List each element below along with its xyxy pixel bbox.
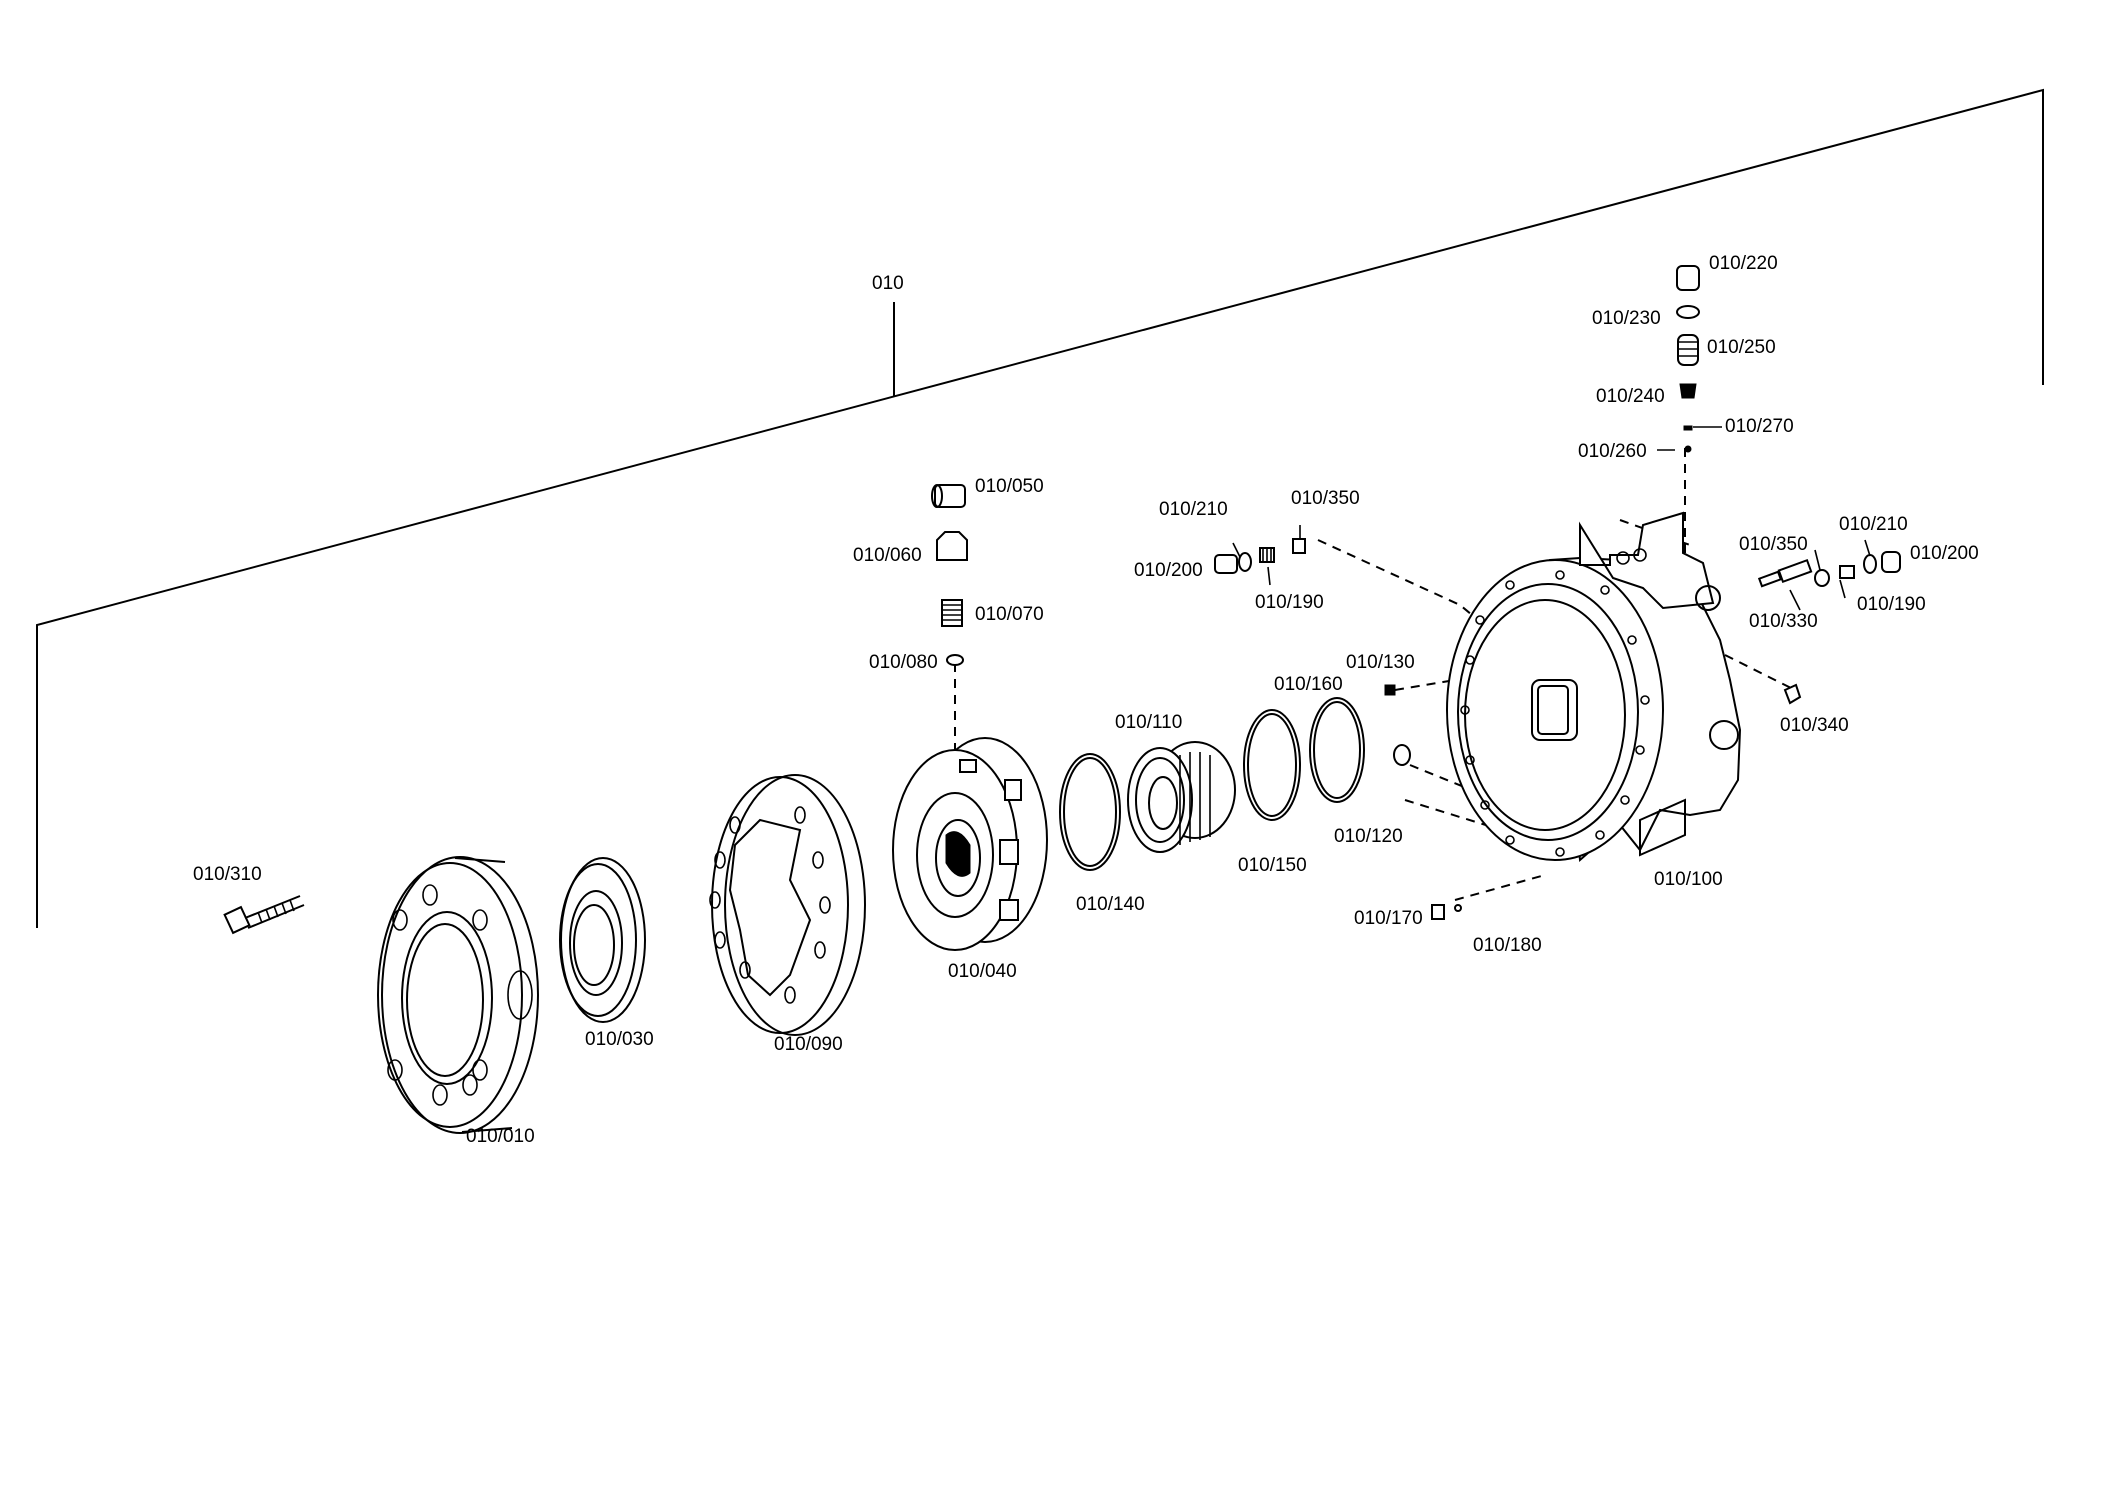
bearing-010-030: [559, 857, 646, 1023]
label-010-240: 010/240: [1596, 386, 1665, 407]
label-010-350-right: 010/350: [1739, 534, 1808, 555]
label-010-040: 010/040: [948, 961, 1017, 982]
part-labels: 010 010/310 010/010 010/030 010/090 010/…: [193, 253, 1979, 1147]
label-010-210-right: 010/210: [1839, 514, 1908, 535]
label-010-120: 010/120: [1334, 826, 1403, 847]
valve-parts-left: [1214, 538, 1306, 574]
housing-010-100: [1446, 511, 1742, 863]
label-010-160: 010/160: [1274, 674, 1343, 695]
label-010-210-left: 010/210: [1159, 499, 1228, 520]
label-010-310: 010/310: [193, 864, 262, 885]
o-ring-010-150: [1243, 709, 1301, 821]
label-010-270: 010/270: [1725, 416, 1794, 437]
label-010-330: 010/330: [1749, 611, 1818, 632]
label-010-200-right: 010/200: [1910, 543, 1979, 564]
label-010-080: 010/080: [869, 652, 938, 673]
bolt-010-310: [223, 895, 305, 935]
label-010-090: 010/090: [774, 1034, 843, 1055]
label-010-200-left: 010/200: [1134, 560, 1203, 581]
label-010-350-left: 010/350: [1291, 488, 1360, 509]
cylinder-block-010-040: [892, 737, 1048, 951]
small-parts-120-130-170-180: [1384, 684, 1462, 920]
leader-lines: [1232, 426, 1871, 611]
label-010-060: 010/060: [853, 545, 922, 566]
label-010-030: 010/030: [585, 1029, 654, 1050]
o-ring-010-140: [1059, 753, 1121, 871]
label-010-190-right: 010/190: [1857, 594, 1926, 615]
piston-stack-050-080: [931, 484, 968, 666]
label-010-170: 010/170: [1354, 908, 1423, 929]
label-010-050: 010/050: [975, 476, 1044, 497]
label-010-070: 010/070: [975, 604, 1044, 625]
label-010-150: 010/150: [1238, 855, 1307, 876]
label-010-010: 010/010: [466, 1126, 535, 1147]
label-010-250: 010/250: [1707, 337, 1776, 358]
label-010-180: 010/180: [1473, 935, 1542, 956]
valve-stack-top: [1676, 265, 1700, 453]
label-010-140: 010/140: [1076, 894, 1145, 915]
o-ring-010-160: [1309, 697, 1365, 803]
label-assembly-010: 010: [872, 273, 904, 294]
bearing-assembly-010-110: [1127, 741, 1236, 853]
cam-ring-010-090: [709, 774, 866, 1036]
label-010-340: 010/340: [1780, 715, 1849, 736]
assembly-bracket: [36, 88, 2044, 928]
label-010-100: 010/100: [1654, 869, 1723, 890]
label-010-260: 010/260: [1578, 441, 1647, 462]
label-010-130: 010/130: [1346, 652, 1415, 673]
cover-flange-010-010: [377, 856, 539, 1134]
label-010-230: 010/230: [1592, 308, 1661, 329]
label-010-190-left: 010/190: [1255, 592, 1324, 613]
valve-parts-right: [1757, 551, 1901, 705]
label-010-220: 010/220: [1709, 253, 1778, 274]
label-010-110: 010/110: [1115, 712, 1182, 733]
